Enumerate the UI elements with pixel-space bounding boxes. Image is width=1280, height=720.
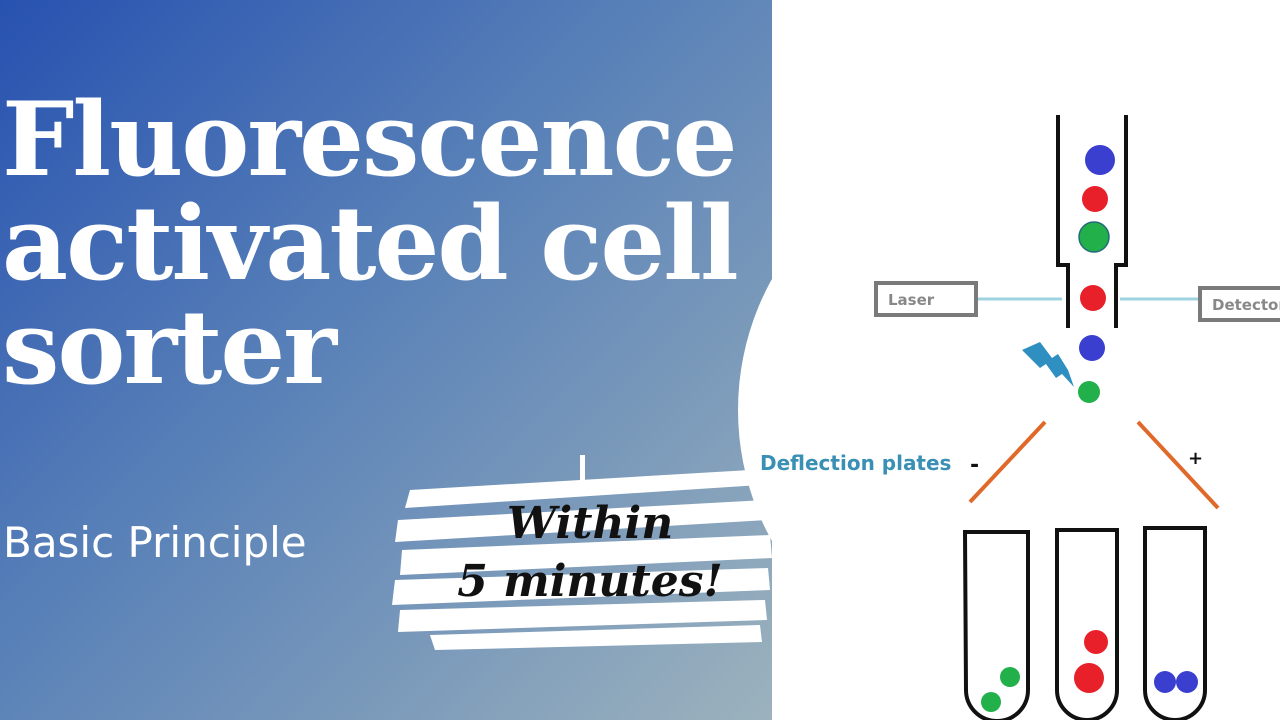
blue-cell [1079, 335, 1105, 361]
detector-box [1198, 286, 1280, 322]
title-line: Fluorescence [2, 80, 738, 200]
blue-cell [1154, 671, 1176, 693]
green-cell [981, 692, 1001, 712]
green-cell [1078, 221, 1110, 253]
red-cell [1080, 285, 1106, 311]
badge-line: Within [506, 498, 674, 549]
diagram-panel-curve [738, 140, 1278, 680]
detector-label: Detector [1212, 296, 1280, 314]
plus-sign: + [1188, 448, 1203, 469]
positive-plate [1136, 420, 1220, 510]
duration-badge: Within 5 minutes! [440, 495, 740, 611]
subtitle: Basic Principle [3, 518, 307, 567]
blue-cell [1085, 145, 1115, 175]
laser-box [874, 281, 978, 317]
deflection-label: Deflection plates [760, 451, 951, 475]
green-cell [1000, 667, 1020, 687]
laser-label: Laser [888, 291, 935, 309]
green-cell [1078, 381, 1100, 403]
blue-cell [1176, 671, 1198, 693]
title-line: sorter [2, 288, 337, 408]
page-title: Fluorescence activated cell sorter [2, 80, 739, 408]
badge-line: 5 minutes! [457, 556, 723, 607]
red-cell [1074, 663, 1104, 693]
title-panel-background [0, 0, 772, 720]
collection-tube-right [1143, 526, 1207, 720]
negative-plate [968, 420, 1047, 504]
collection-tube-left [962, 530, 1030, 720]
red-cell [1082, 186, 1108, 212]
brush-stroke-background [392, 455, 772, 650]
lightning-charge-icon [1022, 342, 1074, 387]
red-cell [1084, 630, 1108, 654]
minus-sign: - [970, 453, 979, 478]
nozzle [1056, 115, 1128, 328]
title-line: activated cell [2, 184, 739, 304]
